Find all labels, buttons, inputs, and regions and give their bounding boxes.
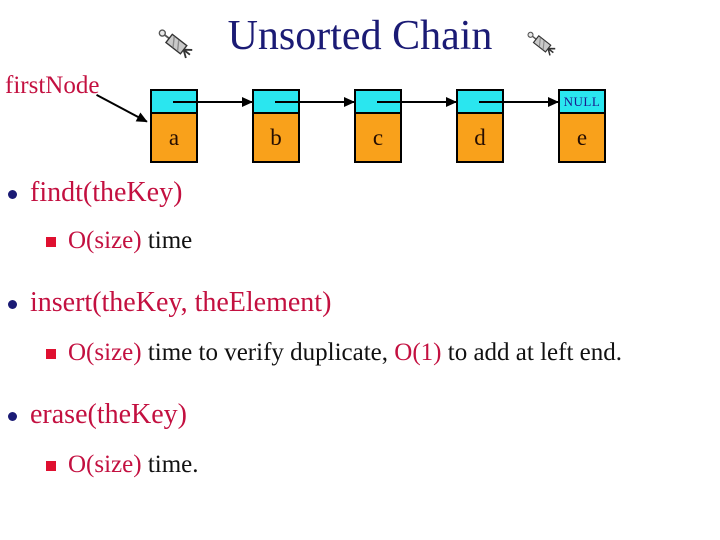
bullet-insert: insert(theKey, theElement) — [8, 287, 331, 319]
bullet-erase: erase(theKey) — [8, 399, 187, 431]
sub-bullet-text: O(size) time to verify duplicate, O(1) t… — [68, 339, 622, 366]
node-data-cell: b — [254, 114, 298, 161]
sub-bullet-text: O(size) time. — [68, 451, 199, 478]
bullet-label: insert(theKey, theElement) — [30, 287, 332, 318]
list-node: d — [456, 89, 504, 163]
bullet-label: findt(theKey) — [30, 177, 183, 208]
dart-icon — [152, 20, 198, 71]
first-node-label: firstNode — [5, 72, 100, 99]
node-data-cell: e — [560, 114, 604, 161]
sub-bullet-findt-time: O(size) time — [46, 227, 192, 255]
sub-bullet-insert-time: O(size) time to verify duplicate, O(1) t… — [46, 339, 622, 367]
node-data-cell: d — [458, 114, 502, 161]
null-pointer-cell: NULL — [560, 91, 604, 114]
bullet-label: erase(theKey) — [30, 399, 188, 430]
node-data-cell: a — [152, 114, 196, 161]
dart-icon — [522, 24, 560, 67]
square-bullet-icon — [46, 349, 56, 359]
bullet-dot-icon — [8, 412, 17, 421]
link-arrow — [377, 97, 457, 107]
link-arrow — [275, 97, 355, 107]
square-bullet-icon — [46, 237, 56, 247]
bullet-dot-icon — [8, 300, 17, 309]
sub-bullet-text: O(size) time — [68, 227, 193, 254]
node-data-cell: c — [356, 114, 400, 161]
bullet-findt: findt(theKey) — [8, 177, 182, 209]
first-node-arrow — [96, 94, 148, 123]
square-bullet-icon — [46, 461, 56, 471]
list-node-null: NULL e — [558, 89, 606, 163]
slide-title: Unsorted Chain — [227, 13, 493, 59]
sub-bullet-erase-time: O(size) time. — [46, 451, 199, 479]
link-arrow — [479, 97, 559, 107]
link-arrow — [173, 97, 253, 107]
bullet-dot-icon — [8, 190, 17, 199]
